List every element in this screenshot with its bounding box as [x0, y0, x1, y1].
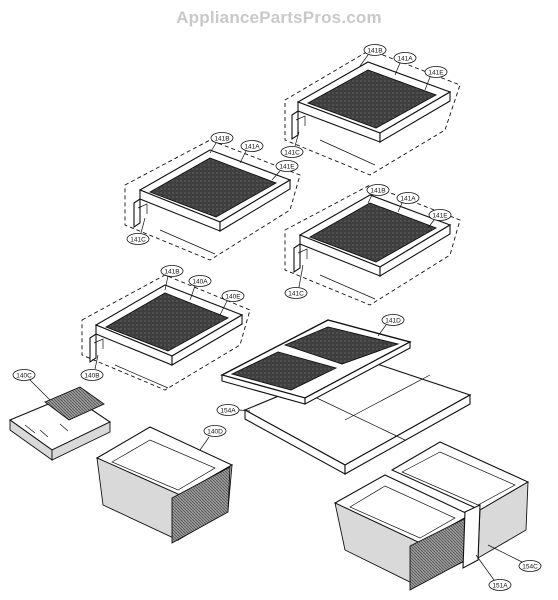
- shelf-assembly-middle-right: [284, 184, 461, 306]
- svg-text:154C: 154C: [522, 563, 538, 570]
- callout-d-151A: 151A: [475, 554, 512, 591]
- callout-s2-141B: 141B: [209, 132, 234, 154]
- watermark: AppliancePartsPros.com: [176, 8, 382, 27]
- callout-s5-154A: 154A: [216, 404, 251, 416]
- svg-text:141E: 141E: [428, 69, 444, 76]
- svg-text:140D: 140D: [207, 428, 223, 435]
- callout-s4-140B: 140B: [80, 354, 104, 381]
- svg-text:141A: 141A: [244, 143, 260, 150]
- svg-text:141B: 141B: [370, 187, 385, 194]
- svg-text:141B: 141B: [367, 47, 382, 54]
- svg-text:154A: 154A: [220, 407, 236, 414]
- svg-text:140E: 140E: [225, 293, 241, 300]
- shelf-assembly-top-right: [284, 49, 461, 176]
- svg-text:140B: 140B: [84, 372, 99, 379]
- callout-s1-141C: 141C: [280, 131, 304, 158]
- svg-text:140C: 140C: [16, 372, 32, 379]
- svg-text:140A: 140A: [192, 278, 208, 285]
- svg-text:141C: 141C: [288, 290, 304, 297]
- humidity-control-bracket: [8, 386, 112, 461]
- svg-text:141E: 141E: [432, 212, 448, 219]
- callout-s4-140E: 140E: [219, 290, 245, 316]
- svg-text:141C: 141C: [130, 236, 146, 243]
- svg-text:141D: 141D: [385, 317, 401, 324]
- svg-text:141B: 141B: [214, 135, 229, 142]
- callout-d-154C: 154C: [487, 544, 542, 572]
- shelf-assembly-middle-left: [124, 139, 301, 261]
- callout-s1-141B: 141B: [359, 44, 387, 67]
- svg-text:151A: 151A: [492, 582, 508, 589]
- callout-s1-141E: 141E: [424, 66, 448, 91]
- callout-c-140D: 140D: [199, 425, 227, 451]
- crisper-drawer-left: [95, 426, 234, 544]
- callout-s5-141D: 141D: [377, 314, 405, 337]
- callout-s4-140A: 140A: [188, 275, 212, 301]
- callout-s3-141B: 141B: [366, 184, 390, 204]
- callout-s3-141E: 141E: [427, 209, 452, 229]
- callout-c-140C: 140C: [12, 369, 51, 401]
- svg-text:141E: 141E: [279, 163, 295, 170]
- callout-s4-141B: 141B: [160, 265, 184, 291]
- callout-s3-141A: 141A: [396, 192, 420, 213]
- svg-text:141A: 141A: [397, 55, 413, 62]
- shelf-assembly-lower-left: [81, 274, 251, 391]
- crisper-drawers-right: [333, 441, 530, 591]
- crisper-cover-assembly: [220, 319, 472, 475]
- callout-s2-141C: 141C: [126, 217, 150, 245]
- callout-s1-141A: 141A: [393, 52, 417, 76]
- svg-text:141A: 141A: [400, 195, 416, 202]
- callout-s3-141C: 141C: [284, 264, 308, 299]
- callout-s2-141E: 141E: [271, 160, 299, 181]
- callout-s2-141A: 141A: [239, 140, 264, 164]
- svg-text:141B: 141B: [164, 268, 179, 275]
- svg-text:141C: 141C: [284, 149, 300, 156]
